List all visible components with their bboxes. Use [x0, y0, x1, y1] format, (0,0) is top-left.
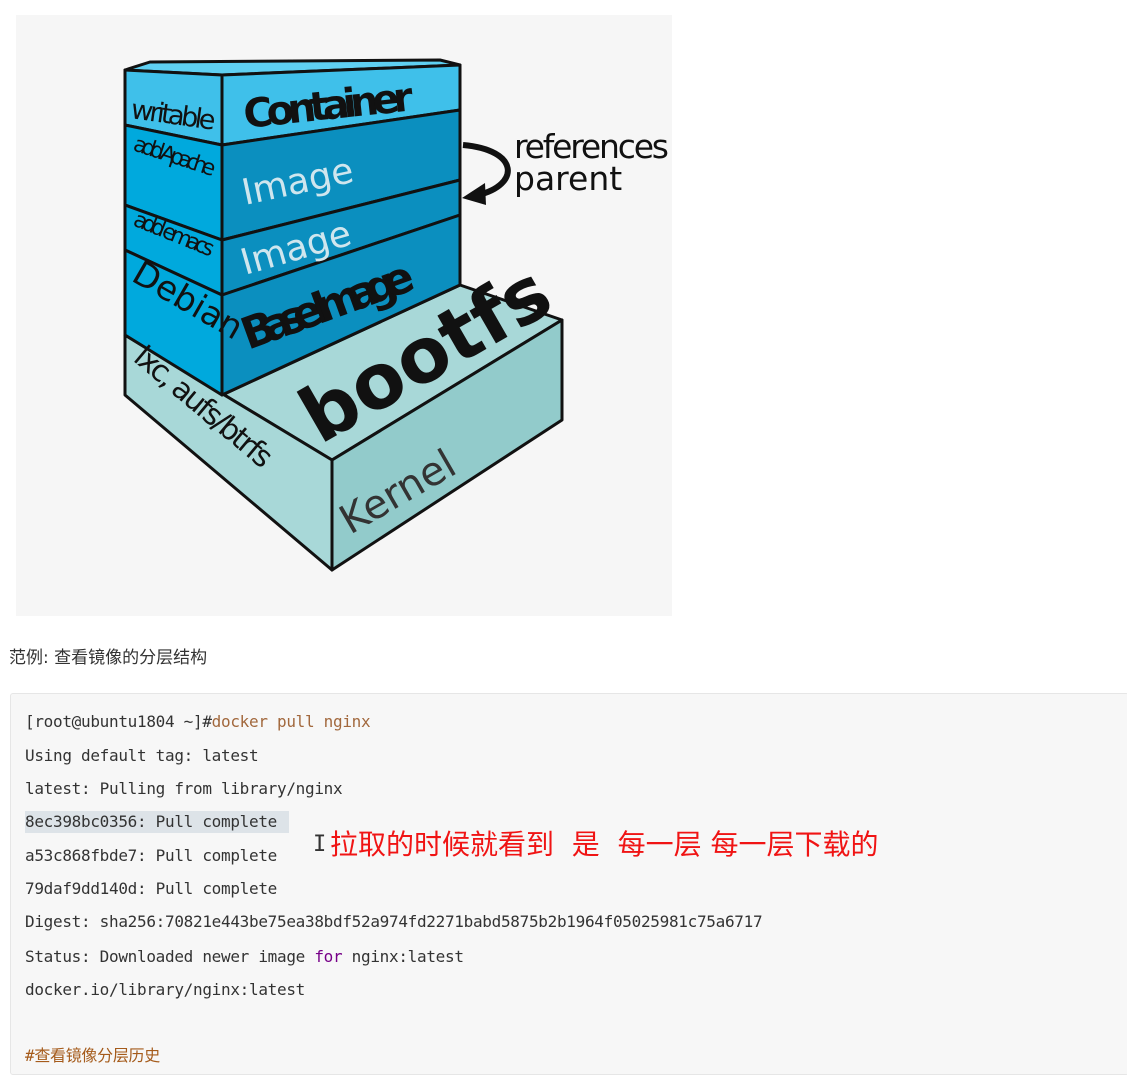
shell-command: docker pull nginx: [211, 712, 371, 731]
shell-prompt: [root@ubuntu1804 ~]#: [25, 712, 212, 731]
code-line: docker.io/library/nginx:latest: [25, 980, 305, 999]
docker-layers-diagram: writable Container add Apache Image add …: [16, 15, 672, 616]
code-line-command: [root@ubuntu1804 ~]#docker pull nginx: [25, 711, 371, 733]
code-line: a53c868fbde7: Pull complete: [25, 846, 277, 865]
code-block[interactable]: [root@ubuntu1804 ~]#docker pull nginx Us…: [10, 693, 1127, 1075]
example-caption: 范例: 查看镜像的分层结构: [9, 648, 208, 668]
layers-svg: writable Container add Apache Image add …: [123, 58, 669, 572]
base-right: [220, 213, 462, 397]
arrow-head-icon: [462, 183, 486, 205]
status-tail: nginx:latest: [342, 947, 464, 966]
label-references: references: [514, 127, 669, 166]
code-line: 79daf9dd140d: Pull complete: [25, 879, 277, 898]
status-keyword: for: [314, 947, 343, 966]
code-line: Digest: sha256:70821e443be75ea38bdf52a97…: [25, 912, 763, 931]
text-cursor-icon: I: [313, 832, 327, 857]
code-comment: #查看镜像分层历史: [25, 1046, 160, 1065]
code-line-selected: 8ec398bc0356: Pull complete: [25, 811, 289, 833]
references-arrow-icon: [462, 142, 511, 198]
label-parent: parent: [514, 159, 622, 198]
code-line: latest: Pulling from library/nginx: [25, 779, 343, 798]
red-annotation: 拉取的时候就看到 是 每一层 每一层下载的: [330, 828, 879, 861]
kernel-left: [123, 333, 334, 572]
code-line: Using default tag: latest: [25, 746, 259, 765]
status-text: Status: Downloaded newer image: [25, 947, 315, 966]
code-line-status: Status: Downloaded newer image for nginx…: [25, 946, 464, 968]
